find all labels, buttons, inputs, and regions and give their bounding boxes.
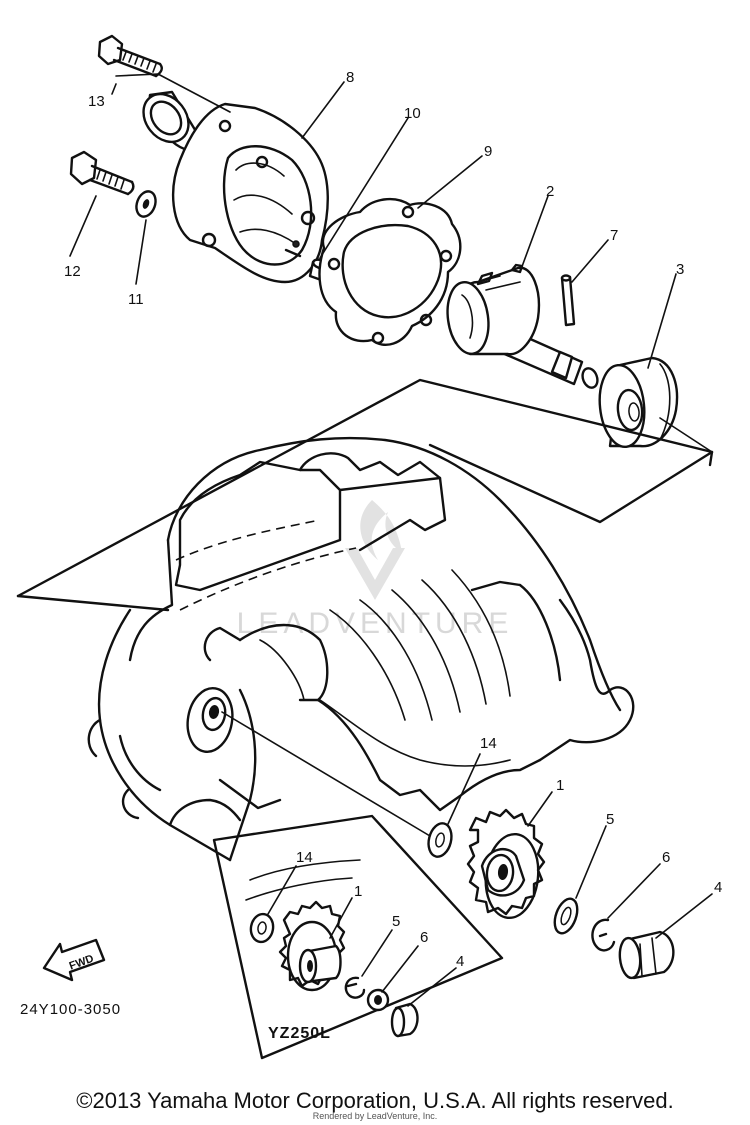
inset-callout-4: 4 — [456, 953, 464, 970]
callout-1: 1 — [556, 777, 564, 794]
leader-lines — [69, 73, 713, 1007]
circlip-6 — [591, 918, 616, 952]
diagram-part-number: 24Y100-3050 — [20, 1001, 121, 1018]
inset-washer-6 — [366, 988, 390, 1012]
drive-gear-1 — [466, 808, 546, 920]
inset-callout-6: 6 — [420, 929, 428, 946]
callout-11: 11 — [128, 291, 144, 308]
callout-12: 12 — [64, 263, 81, 280]
inset-callout-1: 1 — [354, 883, 362, 900]
callout-3: 3 — [676, 261, 684, 278]
copyright-notice: ©2013 Yamaha Motor Corporation, U.S.A. A… — [76, 1088, 674, 1113]
pump-housing-8 — [142, 90, 329, 284]
callout-5: 5 — [606, 811, 614, 828]
callout-9: 9 — [484, 143, 492, 160]
gear-axis-line — [221, 711, 431, 837]
shaft-boss — [186, 687, 234, 753]
crankcase-cover-outline — [16, 378, 714, 862]
washer-11 — [135, 190, 157, 218]
inset-gear-1 — [278, 900, 346, 992]
gasket-9 — [318, 197, 462, 346]
inset-callout-5: 5 — [392, 913, 400, 930]
callout-8: 8 — [346, 69, 354, 86]
bolt-12 — [69, 150, 135, 196]
inset-model-label: YZ250L — [268, 1025, 331, 1042]
bearing-3 — [598, 356, 679, 449]
washer-14 — [427, 822, 453, 858]
callout-6: 6 — [662, 849, 670, 866]
pin-7 — [560, 274, 576, 327]
inset-circlip-5 — [344, 976, 366, 999]
bolt-13 — [97, 34, 163, 78]
inset-callout-14: 14 — [296, 849, 313, 866]
inset-frame — [212, 814, 504, 1060]
fwd-arrow: FWD — [42, 938, 106, 982]
inset-washer-14 — [249, 912, 275, 944]
callout-10: 10 — [404, 105, 421, 122]
inset-collar-4 — [390, 1002, 419, 1038]
callout-labels: 13 8 10 9 2 7 3 12 11 14 1 5 6 4 14 1 5 … — [64, 69, 722, 970]
rendered-by-note: Rendered by LeadVenture, Inc. — [312, 1111, 438, 1121]
callout-4: 4 — [714, 879, 722, 896]
washer-5 — [553, 897, 579, 935]
callout-2: 2 — [546, 183, 554, 200]
impeller-shaft-2 — [446, 263, 599, 389]
callout-7: 7 — [610, 227, 618, 244]
axis-line — [659, 417, 713, 453]
callout-14: 14 — [480, 735, 497, 752]
nut-4 — [618, 930, 675, 980]
callout-13: 13 — [88, 93, 105, 110]
